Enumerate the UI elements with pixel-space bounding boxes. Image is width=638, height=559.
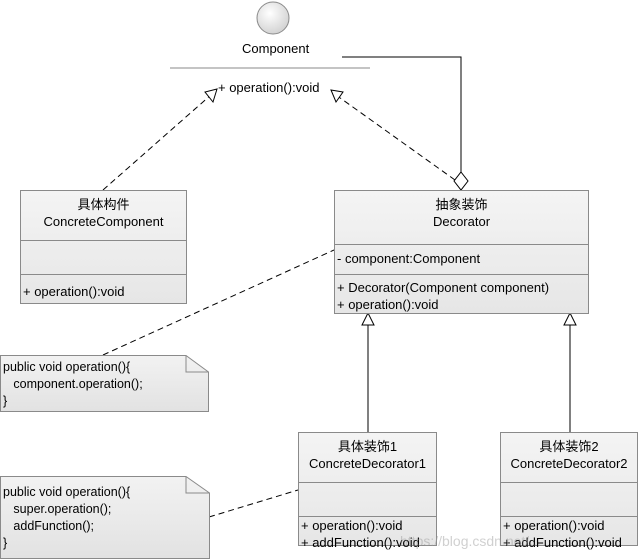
aggregation-line xyxy=(342,56,462,174)
class-concrete-decorator1: 具体装饰1 ConcreteDecorator1 + operation():v… xyxy=(298,432,437,550)
class-title-cn: 具体装饰1 xyxy=(337,439,398,454)
operation-item: + operation():void xyxy=(337,297,439,312)
interface-name: Component xyxy=(242,41,310,56)
note-decorator: public void operation(){ component.opera… xyxy=(3,359,143,410)
attribute-item: - component:Component xyxy=(337,251,481,266)
operation-item: + addFunction():void xyxy=(301,535,420,550)
class-header: 具体构件 ConcreteComponent xyxy=(21,191,186,240)
class-operations: + operation():void xyxy=(21,274,186,308)
generalization-arrowhead-cd2 xyxy=(563,311,577,326)
class-title-cn: 具体构件 xyxy=(77,197,130,212)
realization-arrowhead-decorator xyxy=(330,89,344,104)
note-anchor-concrete-decorator xyxy=(208,489,299,518)
note-line: } xyxy=(3,536,8,550)
note-line: } xyxy=(3,394,8,408)
note-concrete-decorator: public void operation(){ super.operation… xyxy=(3,484,130,552)
class-title-en: Decorator xyxy=(432,214,491,229)
class-title-cn: 具体装饰2 xyxy=(539,439,599,454)
class-attributes: - component:Component xyxy=(335,244,588,274)
operation-item: + addFunction():void xyxy=(503,535,622,550)
class-header: 具体装饰2 ConcreteDecorator2 xyxy=(501,433,637,482)
interface-operation: + operation():void xyxy=(218,80,320,95)
note-concrete-decorator-shape xyxy=(0,476,210,559)
class-title-en: ConcreteDecorator2 xyxy=(510,456,628,471)
class-title-en: ConcreteComponent xyxy=(43,214,164,229)
class-attributes xyxy=(299,482,436,516)
note-line: addFunction(); xyxy=(3,519,95,533)
operation-item: + operation():void xyxy=(503,518,605,533)
class-title-en: ConcreteDecorator1 xyxy=(308,456,427,471)
note-line: component.operation(); xyxy=(3,377,143,391)
class-operations: + operation():void + addFunction():void xyxy=(299,516,436,550)
class-concrete-decorator2: 具体装饰2 ConcreteDecorator2 + operation():v… xyxy=(500,432,638,550)
note-line: public void operation(){ xyxy=(3,485,131,499)
operation-item: + Decorator(Component component) xyxy=(337,280,550,295)
generalization-arrowhead-cd1 xyxy=(361,311,375,326)
realization-arrowhead-component xyxy=(204,88,218,104)
note-decorator-fold xyxy=(185,355,209,373)
operation-item: + operation():void xyxy=(301,518,403,533)
watermark: https://blog.csdn.net/... xyxy=(400,533,541,549)
class-attributes xyxy=(21,240,186,274)
class-title-cn: 抽象装饰 xyxy=(435,197,488,212)
note-concrete-decorator-fold xyxy=(185,476,210,494)
class-attributes xyxy=(501,482,637,516)
operation-item: + operation():void xyxy=(23,284,125,299)
class-header: 具体装饰1 ConcreteDecorator1 xyxy=(299,433,436,482)
realization-line-decorator xyxy=(335,94,456,181)
aggregation-diamond xyxy=(453,171,469,191)
class-header: 抽象装饰 Decorator xyxy=(335,191,588,244)
class-decorator: 抽象装饰 Decorator - component:Component + D… xyxy=(334,190,589,314)
note-decorator-shape xyxy=(0,355,209,412)
interface-circle xyxy=(256,1,290,35)
class-operations: + operation():void + addFunction():void xyxy=(501,516,637,550)
note-line: public void operation(){ xyxy=(3,360,131,374)
class-concrete-component: 具体构件 ConcreteComponent + operation():voi… xyxy=(20,190,187,304)
note-anchor-decorator xyxy=(102,249,335,356)
class-operations: + Decorator(Component component) + opera… xyxy=(335,274,588,318)
note-line: super.operation(); xyxy=(3,502,112,516)
realization-line-component xyxy=(102,93,213,191)
